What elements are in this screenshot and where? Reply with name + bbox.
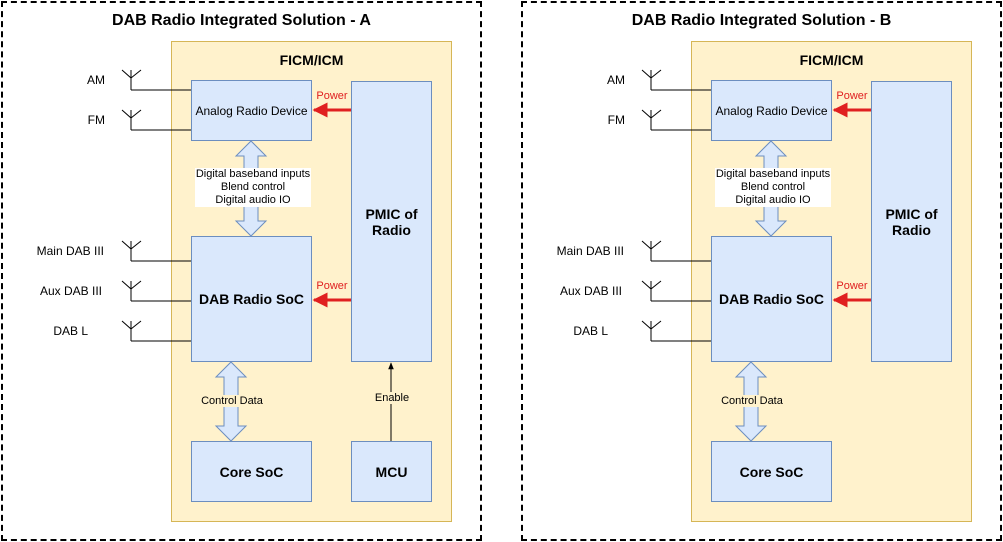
digital-label-baseband: Digital baseband inputs: [195, 168, 311, 180]
solution-b-frame: [521, 1, 1002, 541]
antenna-label-fm: FM: [607, 113, 625, 127]
dab-radio-soc: DAB Radio SoC: [191, 236, 312, 362]
power-label-dab: Power: [836, 280, 868, 292]
solution-a-frame: [1, 1, 482, 541]
pmic-label-line1: PMIC of: [365, 205, 418, 222]
core-soc: Core SoC: [191, 441, 312, 502]
digital-label-audio: Digital audio IO: [215, 194, 291, 206]
antenna-label-fm: FM: [87, 113, 105, 127]
dab-radio-soc: DAB Radio SoC: [711, 236, 832, 362]
digital-label-blend: Blend control: [740, 181, 806, 193]
pmic-label-line1: PMIC of: [885, 205, 938, 222]
antenna-label-dab-l: DAB L: [53, 324, 88, 338]
analog-radio-device-label: Analog Radio Device: [195, 103, 308, 118]
power-label-analog: Power: [836, 90, 868, 102]
pmic-of-radio: PMIC of Radio: [871, 81, 952, 362]
antenna-main-dab-icon: [121, 240, 191, 262]
antenna-label-main-dab: Main DAB III: [556, 244, 624, 258]
antenna-label-aux-dab: Aux DAB III: [39, 284, 102, 298]
antenna-dab-l-icon: [641, 320, 711, 342]
pmic-label-line2: Radio: [372, 221, 411, 238]
antenna-am-icon: [121, 69, 191, 91]
dab-radio-soc-label: DAB Radio SoC: [719, 291, 824, 307]
antenna-fm-icon: [641, 109, 711, 131]
antenna-aux-dab-icon: [641, 280, 711, 302]
mcu-label: MCU: [375, 463, 408, 480]
power-label-dab: Power: [316, 280, 348, 292]
digital-interface-labels: Digital baseband inputs Blend control Di…: [715, 168, 831, 207]
solution-b-ficm-label: FICM/ICM: [799, 52, 864, 68]
pmic-label-line2: Radio: [892, 221, 931, 238]
digital-interface-labels: Digital baseband inputs Blend control Di…: [195, 168, 311, 207]
core-soc-label: Core SoC: [219, 463, 284, 480]
antenna-aux-dab-icon: [121, 280, 191, 302]
antenna-dab-l-icon: [121, 320, 191, 342]
antenna-label-dab-l: DAB L: [573, 324, 608, 338]
control-data-label: Control Data: [200, 395, 264, 407]
digital-label-baseband: Digital baseband inputs: [715, 168, 831, 180]
antenna-label-am: AM: [87, 73, 105, 87]
antenna-label-aux-dab: Aux DAB III: [559, 284, 622, 298]
antenna-fm-icon: [121, 109, 191, 131]
solution-a-title: DAB Radio Integrated Solution - A: [112, 12, 371, 29]
enable-label: Enable: [372, 392, 412, 404]
antenna-am-icon: [641, 69, 711, 91]
analog-radio-device: Analog Radio Device: [191, 80, 312, 141]
digital-label-blend: Blend control: [220, 181, 286, 193]
core-soc: Core SoC: [711, 441, 832, 502]
pmic-of-radio: PMIC of Radio: [351, 81, 432, 362]
core-soc-label: Core SoC: [739, 463, 804, 480]
dab-radio-soc-label: DAB Radio SoC: [199, 291, 304, 307]
analog-radio-device-label: Analog Radio Device: [715, 103, 828, 118]
digital-label-audio: Digital audio IO: [735, 194, 811, 206]
solution-b-title: DAB Radio Integrated Solution - B: [631, 12, 892, 29]
antenna-label-main-dab: Main DAB III: [36, 244, 104, 258]
antenna-label-am: AM: [607, 73, 625, 87]
solution-a-ficm-label: FICM/ICM: [279, 52, 344, 68]
antenna-main-dab-icon: [641, 240, 711, 262]
power-label-analog: Power: [316, 90, 348, 102]
mcu: MCU: [351, 441, 432, 502]
analog-radio-device: Analog Radio Device: [711, 80, 832, 141]
control-data-label: Control Data: [720, 395, 784, 407]
